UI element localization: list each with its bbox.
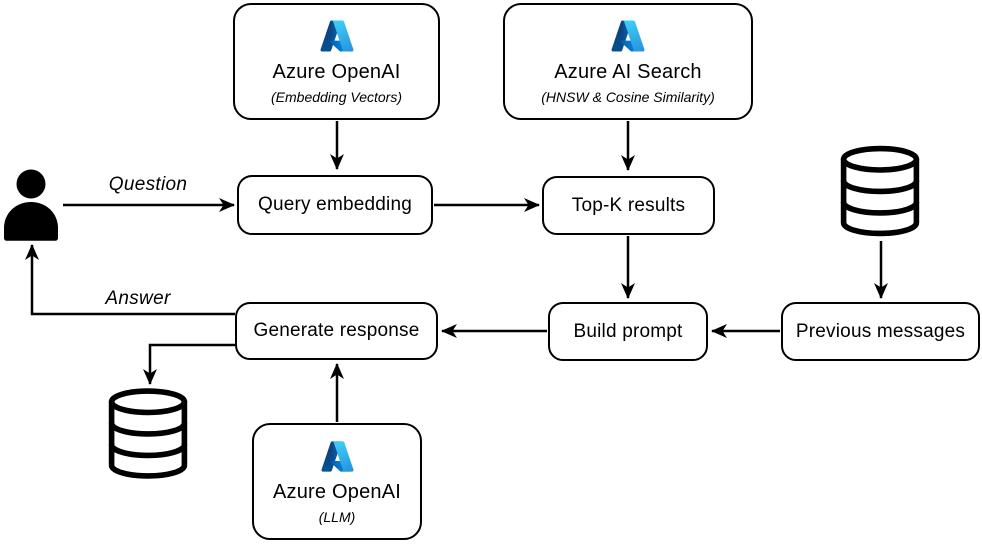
node-azure-openai-llm: Azure OpenAI (LLM)	[252, 423, 422, 540]
azure-logo-icon	[609, 18, 647, 54]
node-label: Previous messages	[795, 320, 966, 342]
node-title: Azure OpenAI	[272, 61, 401, 83]
node-top-k-results: Top-K results	[542, 176, 715, 235]
node-subtitle: (HNSW & Cosine Similarity)	[541, 89, 715, 105]
node-title: Azure OpenAI	[272, 480, 402, 503]
log-database-icon	[112, 391, 185, 476]
question-edge-label: Question	[108, 174, 188, 195]
node-azure-openai-embedding: Azure OpenAI (Embedding Vectors)	[233, 3, 440, 120]
node-label: Build prompt	[573, 320, 683, 342]
node-build-prompt: Build prompt	[548, 302, 708, 361]
azure-logo-icon	[318, 18, 356, 54]
node-title: Azure AI Search	[554, 61, 702, 83]
node-label: Query embedding	[257, 194, 413, 215]
answer-edge-label: Answer	[105, 288, 171, 309]
node-label: Top-K results	[571, 194, 686, 216]
azure-logo-icon	[319, 439, 356, 474]
user-icon	[4, 169, 58, 241]
node-label: Generate response	[253, 320, 420, 341]
node-subtitle: (Embedding Vectors)	[271, 89, 402, 105]
edge-generate-to-logdb	[143, 343, 235, 385]
node-subtitle: (LLM)	[318, 508, 356, 525]
node-query-embedding: Query embedding	[237, 175, 433, 235]
node-azure-ai-search: Azure AI Search (HNSW & Cosine Similarit…	[503, 3, 753, 120]
node-previous-messages: Previous messages	[781, 302, 980, 361]
history-database-icon	[844, 149, 917, 234]
node-generate-response: Generate response	[235, 302, 438, 360]
